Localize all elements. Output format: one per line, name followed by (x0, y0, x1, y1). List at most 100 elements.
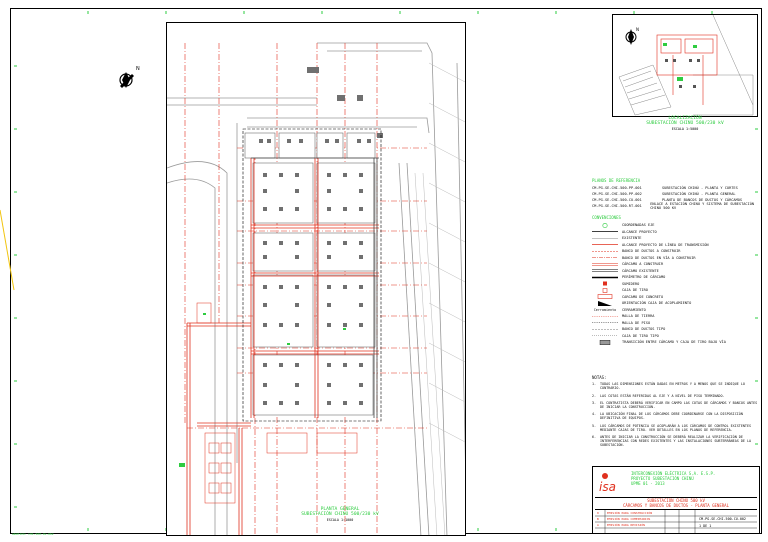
legend-item: TRANSICIÓN ENTRE CÁRCAMO Y CAJA DE TIRO … (592, 339, 760, 346)
isa-logo-icon: isa (599, 473, 616, 494)
note-number: 4. (592, 412, 597, 417)
legend-symbol-icon (592, 249, 618, 253)
note-item: 6.ANTES DE INICIAR LA CONSTRUCCIÓN SE DE… (592, 435, 760, 448)
reference-text: SUBESTACIÓN CHINÚ - PLANTA GENERAL (662, 192, 736, 196)
legend-label: CERRAMIENTO (622, 307, 646, 312)
legend-symbol-icon (592, 300, 618, 306)
svg-text:N: N (636, 27, 639, 32)
reference-item: CM-PG-SE-CHI-500-CU-001 PLANTA DE BANCOS … (592, 197, 760, 203)
legend-label: ALCANCE PROYECTO DE LÍNEA DE TRANSMISIÓN (622, 242, 709, 247)
legend-item: PERÍMETRO DE CÁRCAMO (592, 274, 760, 281)
legend-label: MALLA DE TIERRA (622, 314, 655, 319)
location-title-line2: SUBESTACIÓN CHINÚ 500/230 kV (646, 121, 724, 127)
reference-item: CM-PG-SE-CHI-500-PP-002 SUBESTACIÓN CHINÚ… (592, 191, 760, 197)
sheet-number: 1 DE 1 (699, 524, 712, 528)
legend-item: Cerramiento CERRAMIENTO (592, 307, 760, 314)
file-reference: ARCHIVO: CHI-500-CU-002 (12, 532, 54, 536)
legend-symbol-icon (592, 262, 618, 266)
legend-label: SUMIDERO (622, 281, 640, 286)
legend-item: CAJA DE TIRO (592, 287, 760, 294)
legend-label: BANCO DE DUCTOS EN VÍA A CONSTRUIR (622, 255, 696, 260)
legend-symbol-icon (592, 230, 618, 234)
general-plan-viewport[interactable] (166, 22, 466, 536)
project-line1: SUBESTACIÓN CHINÚ 500 kV (647, 498, 705, 503)
note-number: 6. (592, 435, 597, 440)
plan-title-line2: SUBESTACIÓN CHINÚ 500/230 kV (301, 512, 379, 518)
reference-code: CM-PG-SE-CHI-500-PP-001 (592, 186, 642, 190)
legend-symbol-icon (592, 294, 618, 300)
note-number: 3. (592, 400, 597, 405)
revision-description: EMISIÓN PARA CONSTRUCCIÓN (607, 511, 653, 515)
legend-symbol-icon (592, 281, 618, 286)
location-north-arrow-icon: N (625, 27, 639, 45)
legend-item: CÁRCAMO A CONSTRUIR (592, 261, 760, 268)
notes-list: 1.TODAS LAS DIMENSIONES ESTÁN DADAS EN M… (592, 382, 760, 447)
legend-symbol-icon: Cerramiento (593, 307, 617, 312)
legend-label: TRANSICIÓN ENTRE CÁRCAMO Y CAJA DE TIRO … (622, 340, 726, 345)
legend-label: CÁRCAMO A CONSTRUIR (622, 262, 664, 267)
legend-symbol-icon (592, 314, 618, 318)
reference-code: CM-PG-SE-CHI-500-CU-001 (592, 198, 642, 202)
legend-symbol-icon (592, 321, 618, 325)
legend-symbol-icon (592, 334, 618, 338)
note-number: 5. (592, 423, 597, 428)
company-line2: PROYECTO SUBESTACIÓN CHINÚ (631, 476, 694, 481)
title-block: isa INTERCONEXIÓN ELÉCTRICA S.A. E.S.P. … (592, 466, 760, 534)
legend-symbol-icon (592, 222, 618, 228)
revision-rev: A (597, 523, 599, 527)
legend-label: COORDENADAS EJE (622, 223, 655, 228)
location-map-viewport[interactable]: N (612, 14, 758, 117)
legend-label: CÁRCAMO EXISTENTE (622, 268, 659, 273)
north-arrow-icon: N (119, 66, 140, 88)
location-scale: ESCALA 1:5000 (671, 126, 699, 131)
note-text: TODAS LAS DIMENSIONES ESTÁN DADAS EN MET… (600, 382, 745, 391)
legend-header: CONVENCIONES (592, 215, 621, 220)
legend-item: BANCO DE DUCTOS A CONSTRUIR (592, 248, 760, 255)
legend-item: COORDENADAS EJE (592, 222, 760, 229)
note-item: 5.LOS CÁRCAMOS DE POTENCIA SE ACOPLARÁN … (592, 424, 760, 432)
company-line1: INTERCONEXIÓN ELÉCTRICA S.A. E.S.P. (631, 471, 716, 476)
location-map-drawing (618, 15, 754, 116)
legend-symbol-icon (592, 256, 618, 260)
legend-label: ORIENTACIÓN CAJA DE ACOPLAMIENTO (622, 301, 692, 306)
reference-code: CM-PG-SE-CHI-500-PP-002 (592, 192, 642, 196)
project-info: SUBESTACIÓN CHINÚ 500 kV CÁRCAMOS Y BANC… (595, 497, 757, 508)
legend-item: ALCANCE PROYECTO (592, 229, 760, 236)
plan-scale: ESCALA 1:1000 (326, 517, 354, 522)
legend-item: EXISTENTE (592, 235, 760, 242)
legend-label: PERÍMETRO DE CÁRCAMO (622, 275, 666, 280)
legend-symbol-icon (592, 269, 618, 273)
legend-item: BANCO DE DUCTOS EN VÍA A CONSTRUIR (592, 255, 760, 262)
location-title: LOCALIZACIÓN SUBESTACIÓN CHINÚ 500/230 k… (612, 116, 758, 132)
note-number: 2. (592, 393, 597, 398)
substation-layout-drawing (167, 42, 465, 535)
revision-rev: B (597, 517, 599, 521)
plan-title: PLANTA GENERAL SUBESTACIÓN CHINÚ 500/230… (240, 507, 440, 523)
note-item: 1.TODAS LAS DIMENSIONES ESTÁN DADAS EN M… (592, 382, 760, 390)
revision-grid (595, 510, 757, 534)
legend-label: EXISTENTE (622, 236, 642, 241)
legend-item: CAJA DE TIRO TIPO (592, 333, 760, 340)
legend-item: BANCO DE DUCTOS TIPO (592, 326, 760, 333)
legend-item: SUMIDERO (592, 281, 760, 288)
references-header: PLANOS DE REFERENCIA (592, 178, 641, 183)
reference-text: PLANTA DE BANCOS DE DUCTOS Y CÁRCAMOS (662, 198, 743, 202)
note-text: LOS CÁRCAMOS DE POTENCIA SE ACOPLARÁN A … (600, 423, 752, 432)
notes-header: NOTAS: (592, 375, 607, 380)
note-text: LA UBICACIÓN FINAL DE LOS CÁRCAMOS DEBE … (600, 412, 743, 421)
note-item: 2.LAS COTAS ESTÁN REFERIDAS AL EJE Y A N… (592, 394, 760, 398)
legend-label: CAJA DE TIRO TIPO (622, 333, 659, 338)
project-line2: CÁRCAMOS Y BANCOS DE DUCTOS - PLANTA GEN… (623, 503, 729, 508)
plan-title-line1: PLANTA GENERAL (320, 507, 360, 512)
legend-label: CAJA DE TIRO (622, 288, 648, 293)
legend-label: ALCANCE PROYECTO (622, 229, 657, 234)
drawing-number: CM-PG-SE-CHI-500-CU-002 (699, 517, 746, 521)
legend-symbol-icon (592, 327, 618, 331)
revision-description: EMISIÓN PARA COMENTARIOS (607, 517, 651, 521)
logo-text: isa (599, 480, 616, 494)
legend-label: CARCAMO DE CONCRETO (622, 294, 664, 299)
revision-rev: 0 (597, 511, 599, 515)
